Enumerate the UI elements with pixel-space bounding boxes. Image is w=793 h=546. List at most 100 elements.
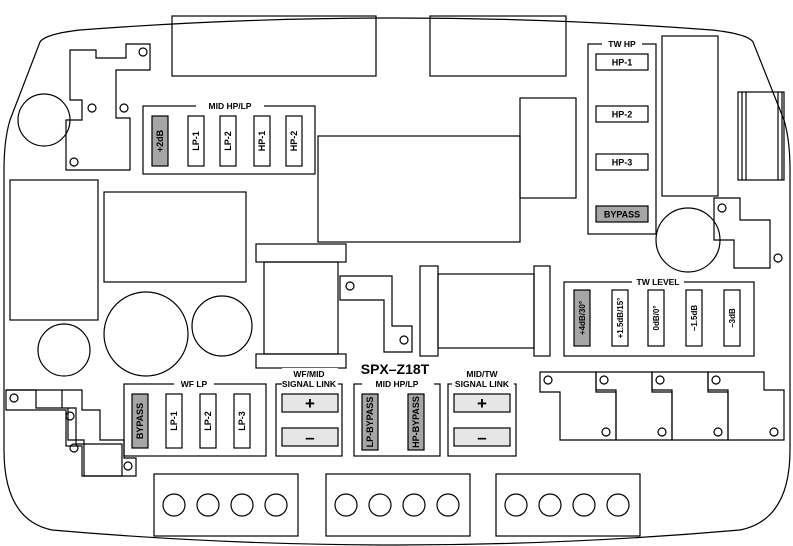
mid-hplp-top-title: MID HP/LP bbox=[209, 101, 252, 111]
large-component-left bbox=[9, 179, 99, 321]
tw-hp-title: TW HP bbox=[608, 39, 636, 49]
wf-lp-switch-4[interactable]: LP-3 bbox=[233, 393, 251, 449]
switch-label: HP-BYPASS bbox=[411, 396, 421, 448]
hole bbox=[711, 375, 721, 385]
terminal-screw bbox=[368, 493, 392, 517]
tw-level-switch-2[interactable]: +1.5dB/15° bbox=[611, 289, 629, 347]
tw-level-group: TW LEVEL bbox=[563, 276, 755, 357]
mid-hplp-top-switch-3[interactable]: LP-2 bbox=[219, 115, 237, 167]
switch-label: BYPASS bbox=[135, 403, 145, 439]
minus-symbol: – bbox=[305, 428, 314, 447]
switch-label: LP-3 bbox=[237, 411, 247, 431]
tw-level-switch-3[interactable]: 0dB/0° bbox=[647, 289, 665, 347]
terminal-screw bbox=[196, 493, 220, 517]
hole bbox=[123, 461, 133, 471]
tw-hp-switch-3[interactable]: HP-3 bbox=[595, 153, 649, 171]
switch-label: HP-1 bbox=[612, 58, 633, 68]
terminal-block-1 bbox=[153, 473, 299, 537]
tw-level-switch-4[interactable]: –1.5dB bbox=[685, 289, 703, 347]
mid-tw-link-minus-button[interactable]: – bbox=[453, 427, 511, 447]
mid-hplp-top-switch-4[interactable]: HP-1 bbox=[253, 115, 271, 167]
terminal-screw bbox=[538, 493, 562, 517]
tw-level-title: TW LEVEL bbox=[637, 277, 680, 287]
bracket-center bbox=[339, 275, 413, 353]
mid-hplp-top-switch-1[interactable]: +2dB bbox=[151, 115, 169, 167]
mid-hplp-top-switch-2[interactable]: LP-1 bbox=[187, 115, 205, 167]
terminal-screw bbox=[162, 493, 186, 517]
hole bbox=[69, 157, 79, 167]
hole bbox=[717, 203, 727, 213]
resistor-block-right bbox=[519, 97, 577, 199]
switch-label: 0dB/0° bbox=[652, 306, 661, 331]
hole bbox=[65, 411, 75, 421]
terminal-screw bbox=[334, 493, 358, 517]
tw-hp-switch-4[interactable]: BYPASS bbox=[595, 205, 649, 223]
hole bbox=[345, 281, 355, 291]
hole bbox=[657, 427, 667, 437]
switch-label: BYPASS bbox=[604, 210, 640, 220]
terminal-screw bbox=[230, 493, 254, 517]
mid-hplp-bottom-switch-2[interactable]: HP-BYPASS bbox=[407, 393, 425, 451]
board-model-title: SPX–Z18T bbox=[361, 361, 430, 377]
resistor-block-far-right bbox=[661, 35, 719, 197]
terminal-screw bbox=[606, 493, 630, 517]
minus-symbol: – bbox=[477, 428, 486, 447]
terminal-block-3 bbox=[495, 473, 641, 537]
hole bbox=[543, 375, 553, 385]
coil-right bbox=[737, 91, 785, 181]
inductor-center bbox=[419, 265, 551, 357]
wf-lp-switch-1[interactable]: BYPASS bbox=[131, 393, 149, 449]
mid-hplp-top-switch-5[interactable]: HP-2 bbox=[285, 115, 303, 167]
terminal-block-2 bbox=[325, 473, 471, 537]
switch-label: LP-2 bbox=[203, 411, 213, 431]
hole bbox=[599, 375, 609, 385]
hole bbox=[119, 103, 129, 113]
bracket-bottom-left bbox=[6, 389, 123, 477]
terminal-screw bbox=[264, 493, 288, 517]
switch-label: +1.5dB/15° bbox=[616, 298, 625, 339]
tw-hp-switch-2[interactable]: HP-2 bbox=[595, 105, 649, 123]
mid-tw-link-title-2: SIGNAL LINK bbox=[455, 379, 510, 389]
resistor-block-top-right bbox=[429, 15, 567, 77]
capacitor-right bbox=[655, 207, 721, 273]
tw-level-switch-1[interactable]: +4dB/30° bbox=[573, 289, 591, 347]
tw-hp-switch-1[interactable]: HP-1 bbox=[595, 53, 649, 71]
hole bbox=[601, 427, 611, 437]
terminal-screw bbox=[402, 493, 426, 517]
terminal-screw bbox=[504, 493, 528, 517]
hole bbox=[69, 443, 79, 453]
mid-hplp-bottom-switch-1[interactable]: LP-BYPASS bbox=[361, 393, 379, 451]
bracket-right bbox=[713, 197, 771, 269]
wf-lp-switch-2[interactable]: LP-1 bbox=[165, 393, 183, 449]
wf-mid-link-plus-button[interactable]: + bbox=[281, 393, 339, 413]
hole bbox=[399, 335, 409, 345]
terminal-screw bbox=[436, 493, 460, 517]
hole bbox=[138, 47, 148, 57]
wf-mid-link-title-1: WF/MID bbox=[293, 369, 324, 379]
terminal-screw bbox=[572, 493, 596, 517]
mid-hplp-top-group: MID HP/LP bbox=[142, 100, 316, 175]
wf-mid-link-minus-button[interactable]: – bbox=[281, 427, 339, 447]
switch-label: +2dB bbox=[155, 129, 165, 152]
hole bbox=[713, 427, 723, 437]
hole bbox=[87, 103, 97, 113]
inductor-left bbox=[255, 243, 347, 369]
wf-mid-link-group: WF/MID SIGNAL LINK bbox=[275, 368, 343, 457]
bracket-top-left bbox=[65, 43, 151, 171]
switch-label: HP-2 bbox=[612, 110, 633, 120]
board-outline bbox=[3, 17, 791, 546]
mid-tw-link-group: MID/TW SIGNAL LINK bbox=[447, 368, 517, 457]
capacitor-round bbox=[17, 93, 71, 147]
mid-hplp-bottom-title: MID HP/LP bbox=[376, 379, 419, 389]
wf-lp-switch-3[interactable]: LP-2 bbox=[199, 393, 217, 449]
bracket-right-4 bbox=[707, 371, 785, 441]
switch-label: HP-3 bbox=[612, 158, 633, 168]
hole bbox=[655, 375, 665, 385]
mid-tw-link-plus-button[interactable]: + bbox=[453, 393, 511, 413]
tw-level-switch-5[interactable]: –3dB bbox=[723, 289, 741, 347]
switch-label: LP-BYPASS bbox=[365, 397, 375, 448]
switch-label: –3dB bbox=[728, 308, 737, 328]
capacitor-large bbox=[103, 291, 189, 377]
capacitor-medium bbox=[191, 295, 253, 357]
